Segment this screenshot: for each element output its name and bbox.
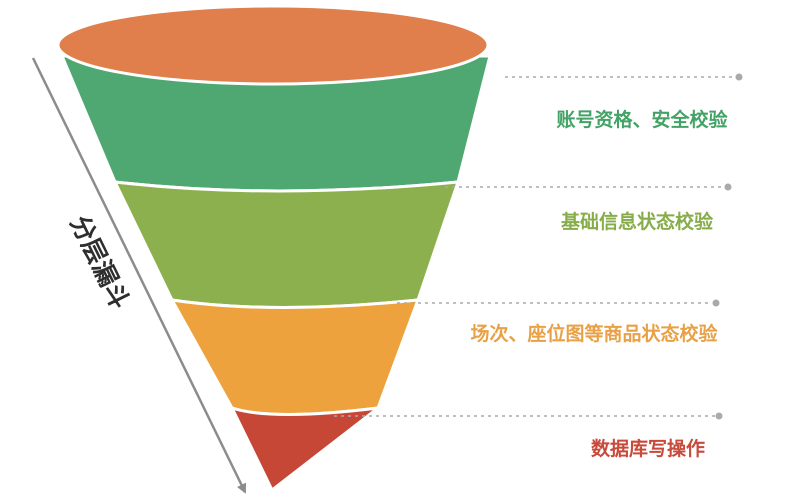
- side-label: 分层漏斗: [65, 211, 135, 314]
- layer-label-2: 基础信息状态校验: [560, 210, 714, 233]
- funnel-layer-3: [169, 298, 421, 416]
- connector-line-2: [445, 183, 732, 191]
- connector-line-4: [334, 412, 723, 420]
- layer-label-3: 场次、座位图等商品状态校验: [470, 322, 718, 345]
- connector-line-3: [397, 299, 720, 307]
- funnel-top-ellipse: [56, 4, 490, 86]
- layer-label-4: 数据库写操作: [591, 437, 705, 460]
- funnel-layer-2: [112, 180, 461, 309]
- funnel-layer-4: [229, 405, 384, 493]
- funnel-direction-arrow: [31, 57, 247, 494]
- connector-line-1: [505, 73, 743, 81]
- layer-label-1: 账号资格、安全校验: [556, 108, 728, 131]
